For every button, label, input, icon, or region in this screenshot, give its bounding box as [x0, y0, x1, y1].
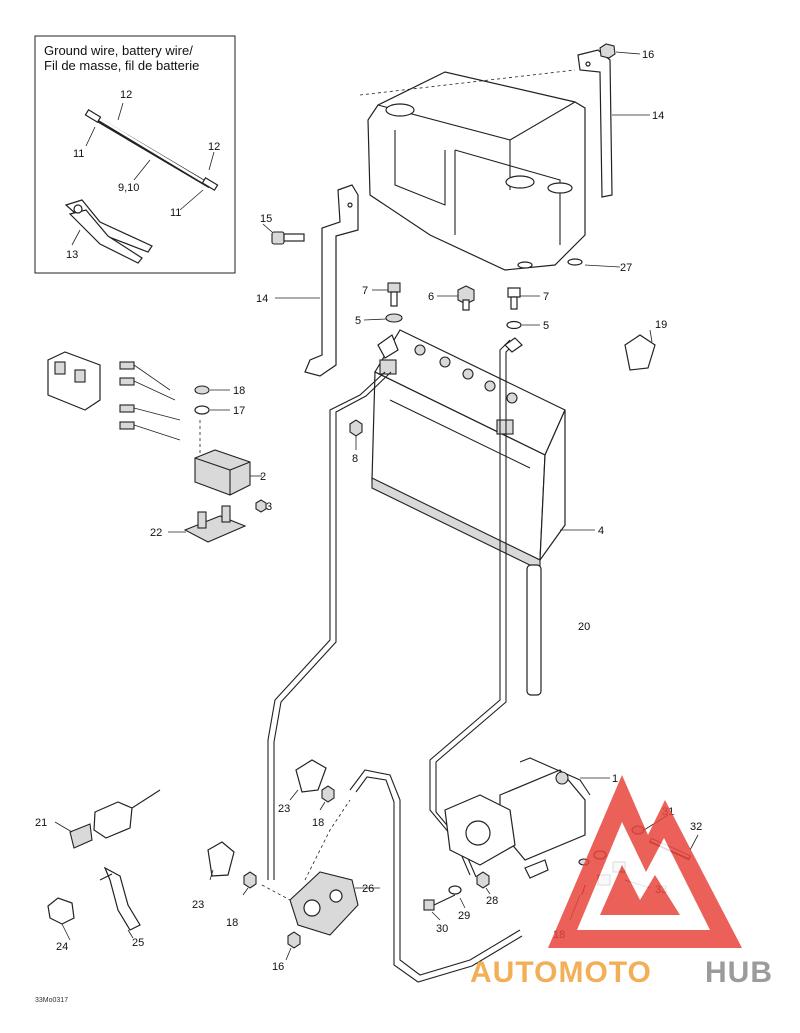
callout-14a: 14: [652, 110, 664, 122]
cable-tie-25: [99, 866, 141, 939]
callout-1: 1: [612, 773, 618, 785]
callout-16b: 16: [272, 961, 284, 973]
vent-tube-20: [526, 564, 542, 696]
connector-24: [47, 897, 75, 941]
callout-11a: 11: [73, 148, 84, 160]
boot-23-upper: [289, 759, 327, 801]
battery-tray: [359, 69, 621, 271]
bolt-7-right: [507, 287, 540, 310]
callout-15: 15: [260, 213, 272, 225]
callout-23b: 23: [192, 899, 204, 911]
drawing-code: 33Mo0317: [35, 997, 68, 1004]
bracket-14-right: [577, 49, 650, 198]
fuse-holder-21: [54, 789, 161, 849]
solenoid-26: [261, 799, 380, 936]
callout-4: 4: [598, 525, 604, 537]
callout-18b: 18: [312, 817, 324, 829]
inset-ground-battery-wire: Ground wire, battery wire/ Fil de masse,…: [34, 35, 236, 274]
callout-21: 21: [35, 817, 47, 829]
callout-18a: 18: [233, 385, 245, 397]
bolt-30: [423, 894, 456, 921]
nut-16-top: [599, 43, 641, 59]
mounting-plate-22: [168, 505, 247, 543]
callout-28: 28: [486, 895, 498, 907]
battery: [371, 329, 595, 571]
callout-3: 3: [266, 501, 272, 513]
callout-14b: 14: [256, 293, 268, 305]
callout-8: 8: [352, 453, 358, 465]
watermark-text-hub: HUB: [705, 956, 773, 989]
callout-29: 29: [458, 910, 470, 922]
screw-6: [437, 285, 475, 311]
callout-5b: 5: [543, 320, 549, 332]
ground-wire-illustration: [84, 102, 219, 211]
callout-2: 2: [260, 471, 266, 483]
starter-motor: [444, 757, 610, 866]
connector-block: [47, 351, 101, 411]
automotohub-watermark: AUTOMOTO HUB: [470, 775, 773, 989]
washer-5-right: [506, 320, 540, 330]
callout-22: 22: [150, 527, 162, 539]
callout-30: 30: [436, 923, 448, 935]
callout-24: 24: [56, 941, 68, 953]
callout-13: 13: [66, 249, 78, 261]
callout-6: 6: [428, 291, 434, 303]
boot-23-lower: [207, 841, 235, 881]
terminal-boot-19: [624, 329, 656, 371]
callout-19: 19: [655, 319, 667, 331]
nut-18-lower: [242, 871, 257, 896]
nut-3: [255, 499, 267, 513]
watermark-logo-icon: [548, 775, 742, 948]
callout-27: 27: [620, 262, 632, 274]
nut-16-bottom: [285, 931, 301, 961]
callout-25: 25: [132, 937, 144, 949]
callout-17: 17: [233, 405, 245, 417]
terminals: [119, 361, 181, 441]
callout-20: 20: [578, 621, 590, 633]
nut-8: [349, 419, 363, 450]
callout-11b: 11: [170, 207, 181, 219]
crimp-tool-illustration: [64, 199, 153, 264]
washer-17: [194, 405, 230, 415]
washer-5-left: [363, 313, 403, 323]
callout-18c: 18: [226, 917, 238, 929]
nut-28: [476, 871, 491, 895]
watermark-text-automoto: AUTOMOTO: [470, 956, 652, 989]
callout-7a: 7: [362, 285, 368, 297]
inset-title-fr: Fil de masse, fil de batterie: [44, 58, 199, 73]
callout-12b: 12: [208, 141, 220, 153]
callout-7b: 7: [543, 291, 549, 303]
inset-title-en: Ground wire, battery wire/: [44, 43, 193, 58]
bolt-7-left: [372, 282, 401, 307]
callout-16a: 16: [642, 49, 654, 61]
callout-26: 26: [362, 883, 374, 895]
washer-29: [448, 885, 466, 909]
bracket-14-left: [275, 184, 359, 377]
callout-12a: 12: [120, 89, 132, 101]
callout-9-10: 9,10: [118, 182, 139, 194]
callout-5a: 5: [355, 315, 361, 327]
bolt-15: [262, 223, 305, 245]
starter-relay: [194, 420, 262, 496]
callout-32: 32: [690, 821, 702, 833]
callout-23a: 23: [278, 803, 290, 815]
nut-18-relay: [194, 385, 230, 395]
nut-18-upper: [319, 785, 335, 811]
